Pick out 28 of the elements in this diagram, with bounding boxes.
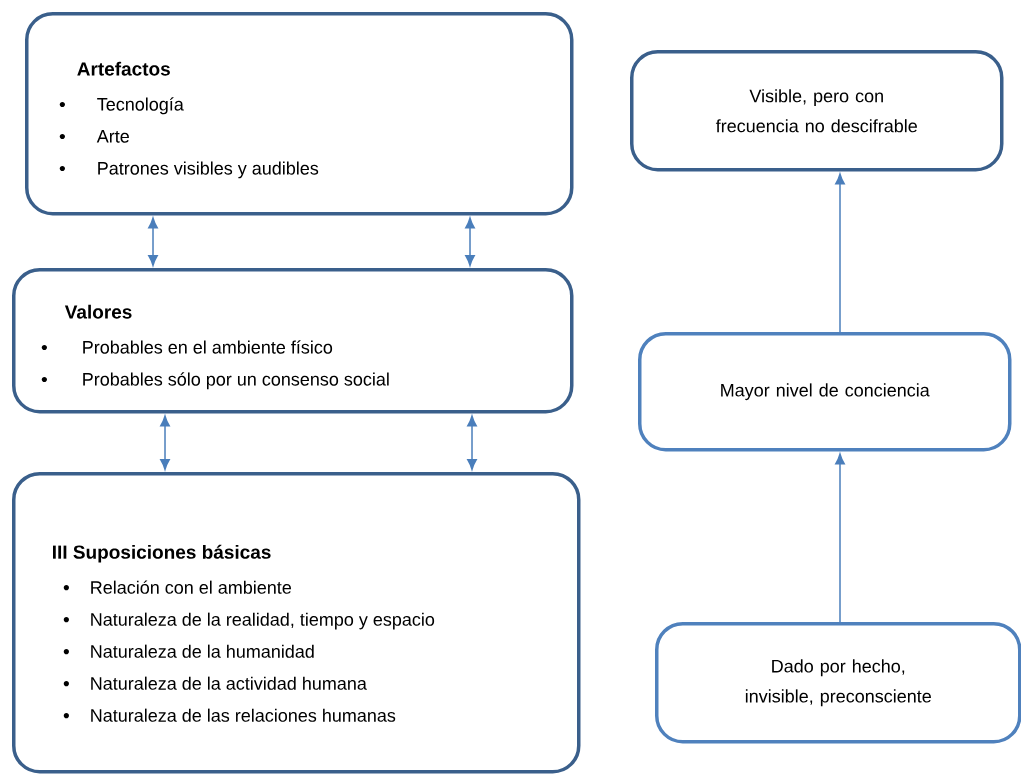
- arrow: [465, 217, 475, 266]
- heading: Valores: [64, 304, 132, 319]
- arrow: [467, 415, 477, 470]
- box-text: Dado por hecho, invisible, preconsciente: [745, 659, 931, 707]
- list-box: [12, 472, 581, 774]
- list-item: Naturaleza de la humanidad: [91, 644, 314, 658]
- arrow: [160, 415, 170, 470]
- list-item: Probables en el ambiente físico: [83, 340, 333, 354]
- list-item: Relación con el ambiente: [91, 580, 291, 594]
- box-text: Visible, pero con frecuencia no descifrable: [715, 89, 917, 133]
- list-item: Arte: [96, 130, 129, 143]
- arrow: [835, 173, 845, 333]
- list-item: Naturaleza de la realidad, tiempo y espacio: [91, 612, 435, 630]
- heading: III Suposiciones básicas: [53, 544, 271, 563]
- arrow: [148, 217, 158, 266]
- list-item: Tecnología: [97, 97, 184, 115]
- text-box: [655, 622, 1021, 744]
- arrow: [835, 453, 845, 623]
- text-box: [630, 50, 1004, 172]
- list-item: Probables sólo por un consenso social: [83, 372, 389, 390]
- list-box: [25, 12, 574, 216]
- list-item: Naturaleza de las relaciones humanas: [91, 708, 396, 722]
- heading: Artefactos: [77, 61, 170, 76]
- text-box: [638, 332, 1012, 452]
- box-text: Mayor nivel de conciencia: [721, 383, 930, 401]
- list-item: Naturaleza de la actividad humana: [91, 676, 367, 690]
- list-box: [12, 268, 574, 414]
- list-item: Patrones visibles y audibles: [98, 161, 319, 179]
